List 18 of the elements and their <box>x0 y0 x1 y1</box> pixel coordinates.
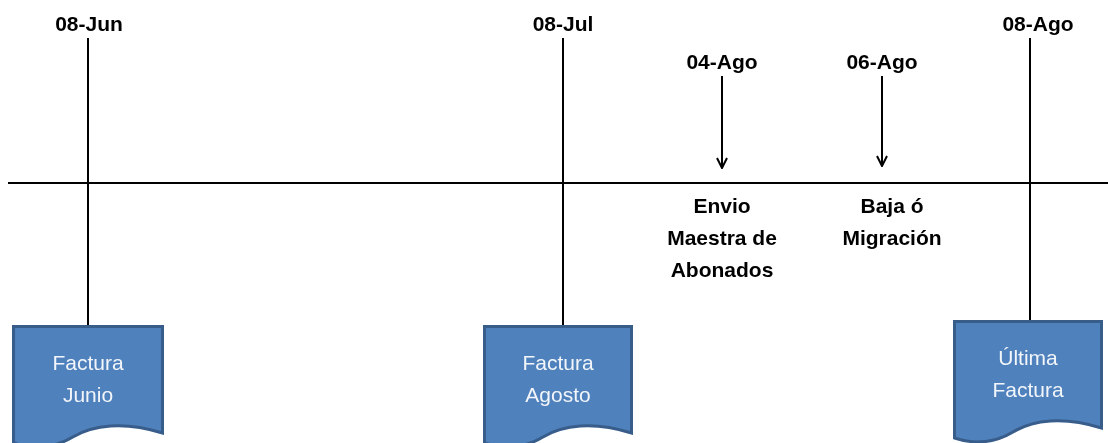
connector-line <box>87 37 89 326</box>
connector-line <box>562 37 564 326</box>
connector-line <box>1029 37 1031 321</box>
date-label: 08-Ago <box>990 12 1086 38</box>
date-label: 08-Jul <box>518 12 608 38</box>
document-shape <box>953 320 1103 443</box>
document-shape <box>483 325 633 443</box>
event-label: Baja ó Migración <box>841 193 943 251</box>
document-title: Última Factura <box>991 345 1065 403</box>
date-label: 08-Jun <box>44 12 134 38</box>
arrow <box>716 75 728 169</box>
date-label: 06-Ago <box>834 50 930 76</box>
document-shape <box>12 325 164 443</box>
event-label: Envio Maestra de Abonados <box>666 193 778 283</box>
arrow <box>876 75 888 167</box>
date-label: 04-Ago <box>674 50 770 76</box>
document-title: Factura Junio <box>51 350 125 408</box>
document-title: Factura Agosto <box>521 350 595 408</box>
